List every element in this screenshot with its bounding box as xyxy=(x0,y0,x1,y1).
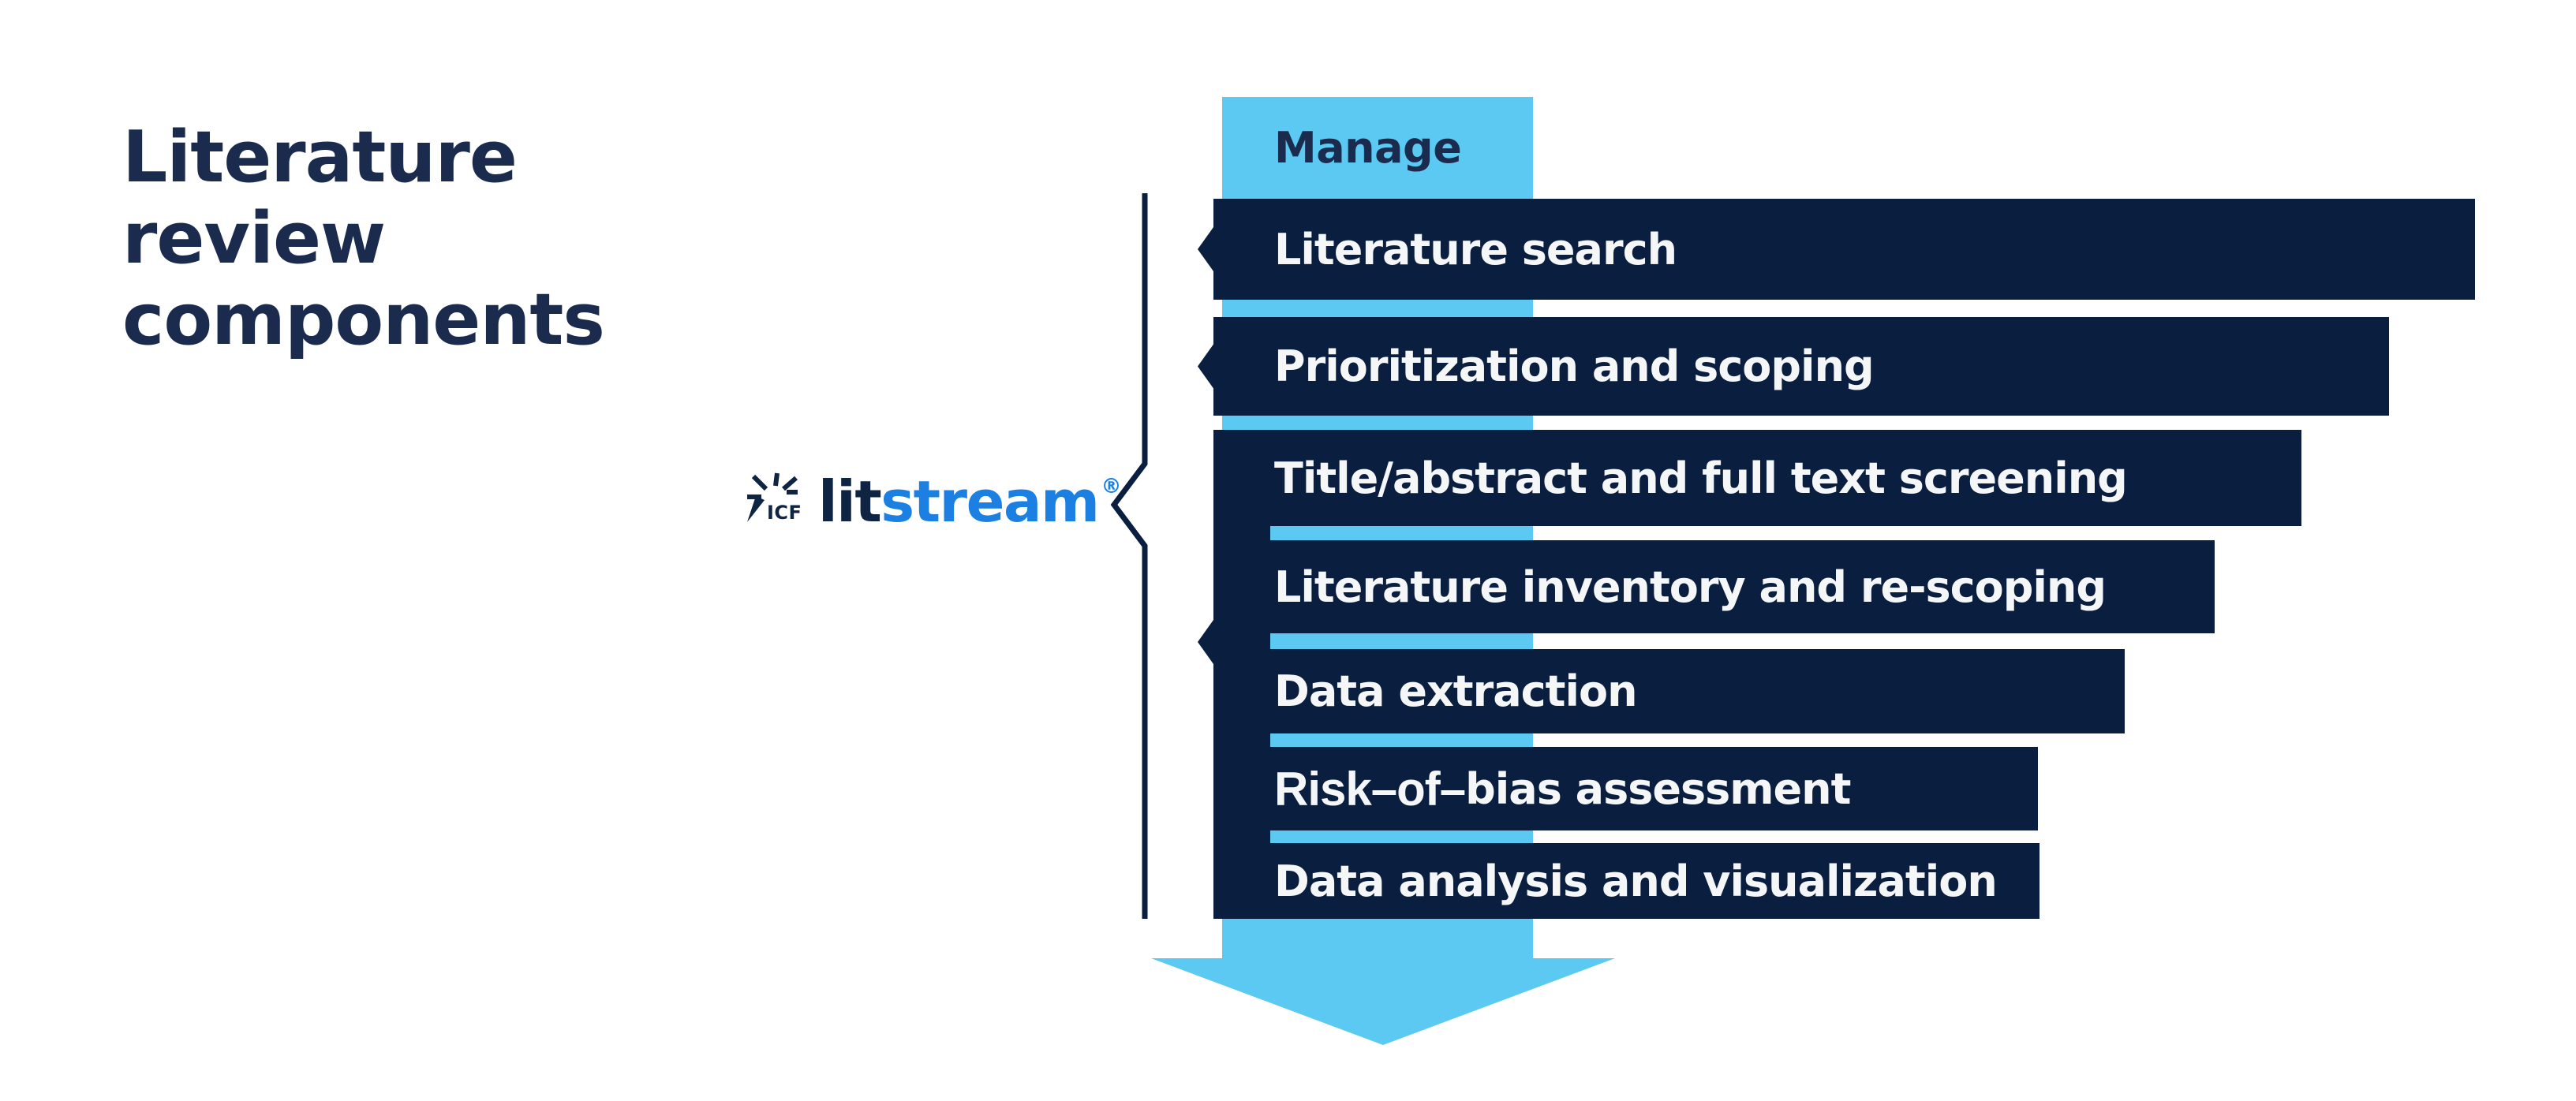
page-title-line-1: Literature xyxy=(122,116,518,199)
manage-arrow-head-icon xyxy=(1151,958,1615,1045)
step-label: Data analysis and visualization xyxy=(1274,856,1998,906)
steps-connector-notch-icon xyxy=(1198,620,1213,664)
step-bar-title-abstract-full-text-screening: Title/abstract and full text screening xyxy=(1213,430,2301,526)
step-bar-risk-of-bias-assessment: Risk–of–bias assessment xyxy=(1213,747,2038,830)
step-bar-data-extraction: Data extraction xyxy=(1213,649,2125,733)
icf-text: ICF xyxy=(767,502,802,524)
litstream-wordmark: litstream® xyxy=(818,473,1122,543)
step-label: Prioritization and scoping xyxy=(1274,341,1874,391)
page-title-line-3: components xyxy=(122,278,605,361)
step-label: Title/abstract and full text screening xyxy=(1274,453,2128,503)
step-bar-literature-inventory-and-re-scoping: Literature inventory and re-scoping xyxy=(1213,540,2215,633)
wordmark-stream: stream xyxy=(880,468,1100,535)
step-bar-data-analysis-and-visualization: Data analysis and visualization xyxy=(1213,843,2039,919)
icf-starburst-icon: ICF xyxy=(747,472,802,524)
step-label: Literature inventory and re-scoping xyxy=(1274,562,2107,612)
wordmark-lit: lit xyxy=(818,468,882,535)
manage-label: Manage xyxy=(1274,123,1462,173)
registered-trademark-icon: ® xyxy=(1101,475,1122,498)
step-label: Data extraction xyxy=(1274,666,1638,716)
step-label: bias assessment xyxy=(1465,763,1851,814)
step-label: Literature search xyxy=(1274,224,1677,274)
step-bar-prioritization-and-scoping: Prioritization and scoping xyxy=(1198,317,2389,416)
page-title-line-2: review xyxy=(122,197,386,280)
step-label-prefix: Risk–of– xyxy=(1274,762,1466,815)
step-bar-literature-search: Literature search xyxy=(1198,199,2475,300)
brace-bracket xyxy=(1110,193,1148,919)
page-title: Literature review components xyxy=(122,116,605,361)
